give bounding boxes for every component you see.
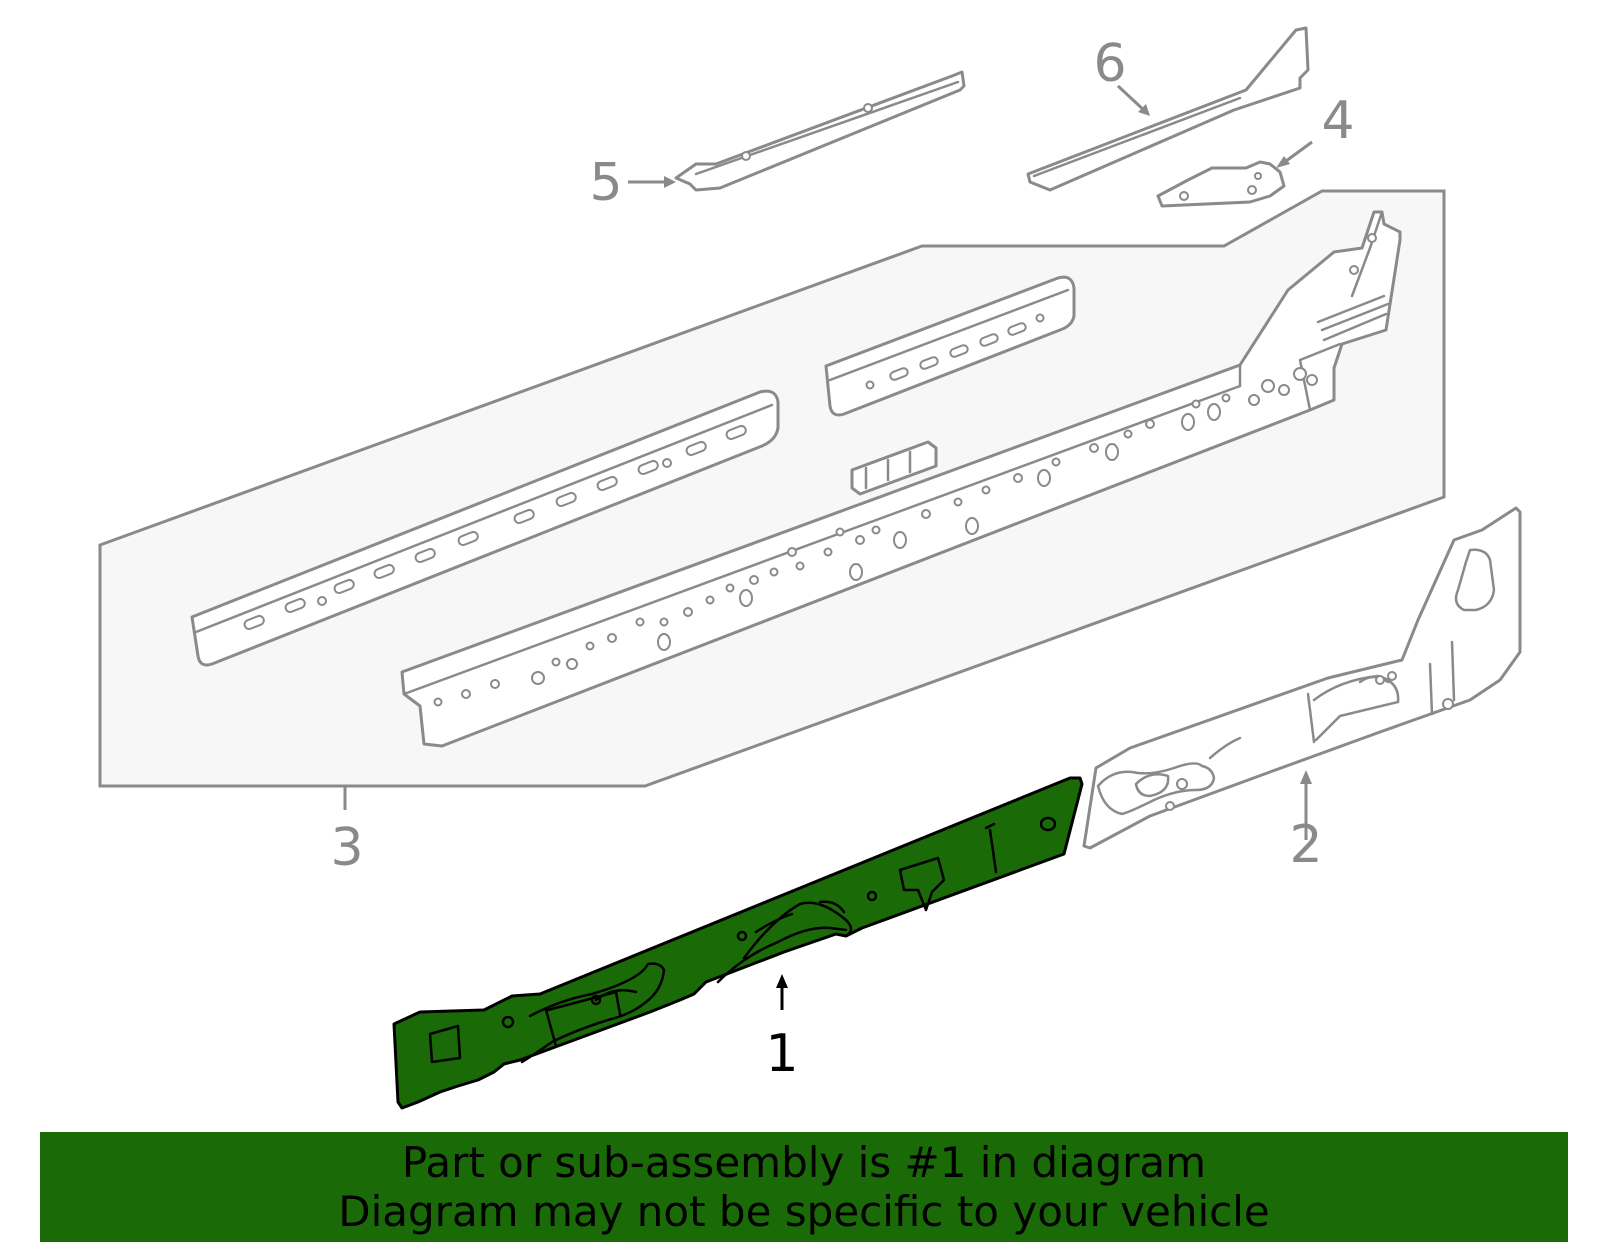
callout-5: 5 (589, 153, 622, 213)
callout-3: 3 (330, 818, 363, 878)
part-3-short-rail (824, 275, 1076, 417)
part-3-lower-sill (400, 210, 1402, 748)
disclaimer-banner: Part or sub-assembly is #1 in diagram Di… (40, 1132, 1568, 1242)
part-2-outer-panel (1082, 506, 1522, 850)
callout-6: 6 (1093, 34, 1126, 94)
part-3-assembly-panel (98, 189, 1446, 788)
part-4-plate (1156, 160, 1286, 208)
leader-6 (1116, 84, 1148, 114)
part-6-bracket (1026, 26, 1310, 192)
lower-sill-holes (433, 233, 1377, 707)
part-3-upper-rail (190, 389, 780, 667)
callout-4: 4 (1321, 91, 1354, 151)
short-rail-slots (865, 313, 1045, 390)
part-5-reinforcement (674, 70, 966, 192)
upper-rail-slots (243, 424, 747, 630)
leader-lines (343, 84, 1313, 1010)
banner-line-2: Diagram may not be specific to your vehi… (338, 1187, 1270, 1236)
banner-line-1: Part or sub-assembly is #1 in diagram (401, 1138, 1207, 1187)
callout-1: 1 (765, 1024, 798, 1084)
callout-labels: 1 2 3 4 5 6 (330, 34, 1354, 1084)
callout-2: 2 (1289, 815, 1322, 875)
part-1-inner-panel (392, 776, 1084, 1110)
